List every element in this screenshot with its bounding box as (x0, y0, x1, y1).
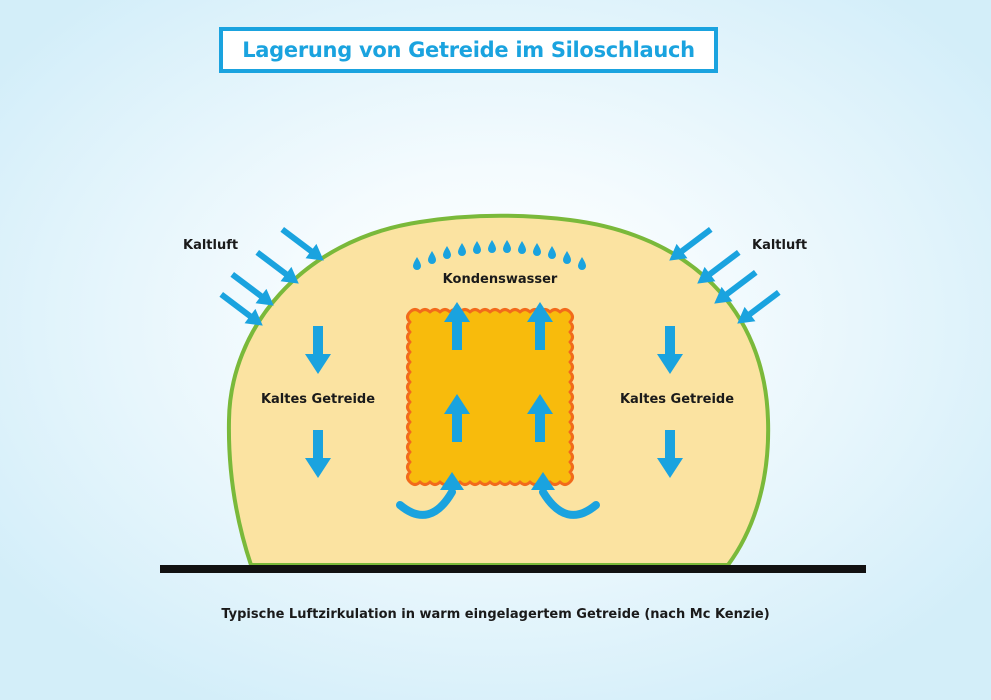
curved-arrow-icon (531, 472, 600, 519)
label-kaltluft-left: Kaltluft (183, 238, 238, 253)
title-box: Lagerung von Getreide im Siloschlauch (219, 27, 718, 73)
label-kaltluft-right: Kaltluft (752, 238, 807, 253)
label-kaltes-getreide-left: Kaltes Getreide (261, 392, 375, 407)
label-kondenswasser: Kondenswasser (443, 272, 558, 287)
label-kaltes-getreide-right: Kaltes Getreide (620, 392, 734, 407)
curved-arrow-icon (396, 472, 464, 519)
warm-grain-core (406, 308, 574, 486)
figure-caption: Typische Luftzirkulation in warm eingela… (221, 607, 770, 622)
ground-line (160, 565, 866, 573)
page-title: Lagerung von Getreide im Siloschlauch (242, 38, 695, 62)
